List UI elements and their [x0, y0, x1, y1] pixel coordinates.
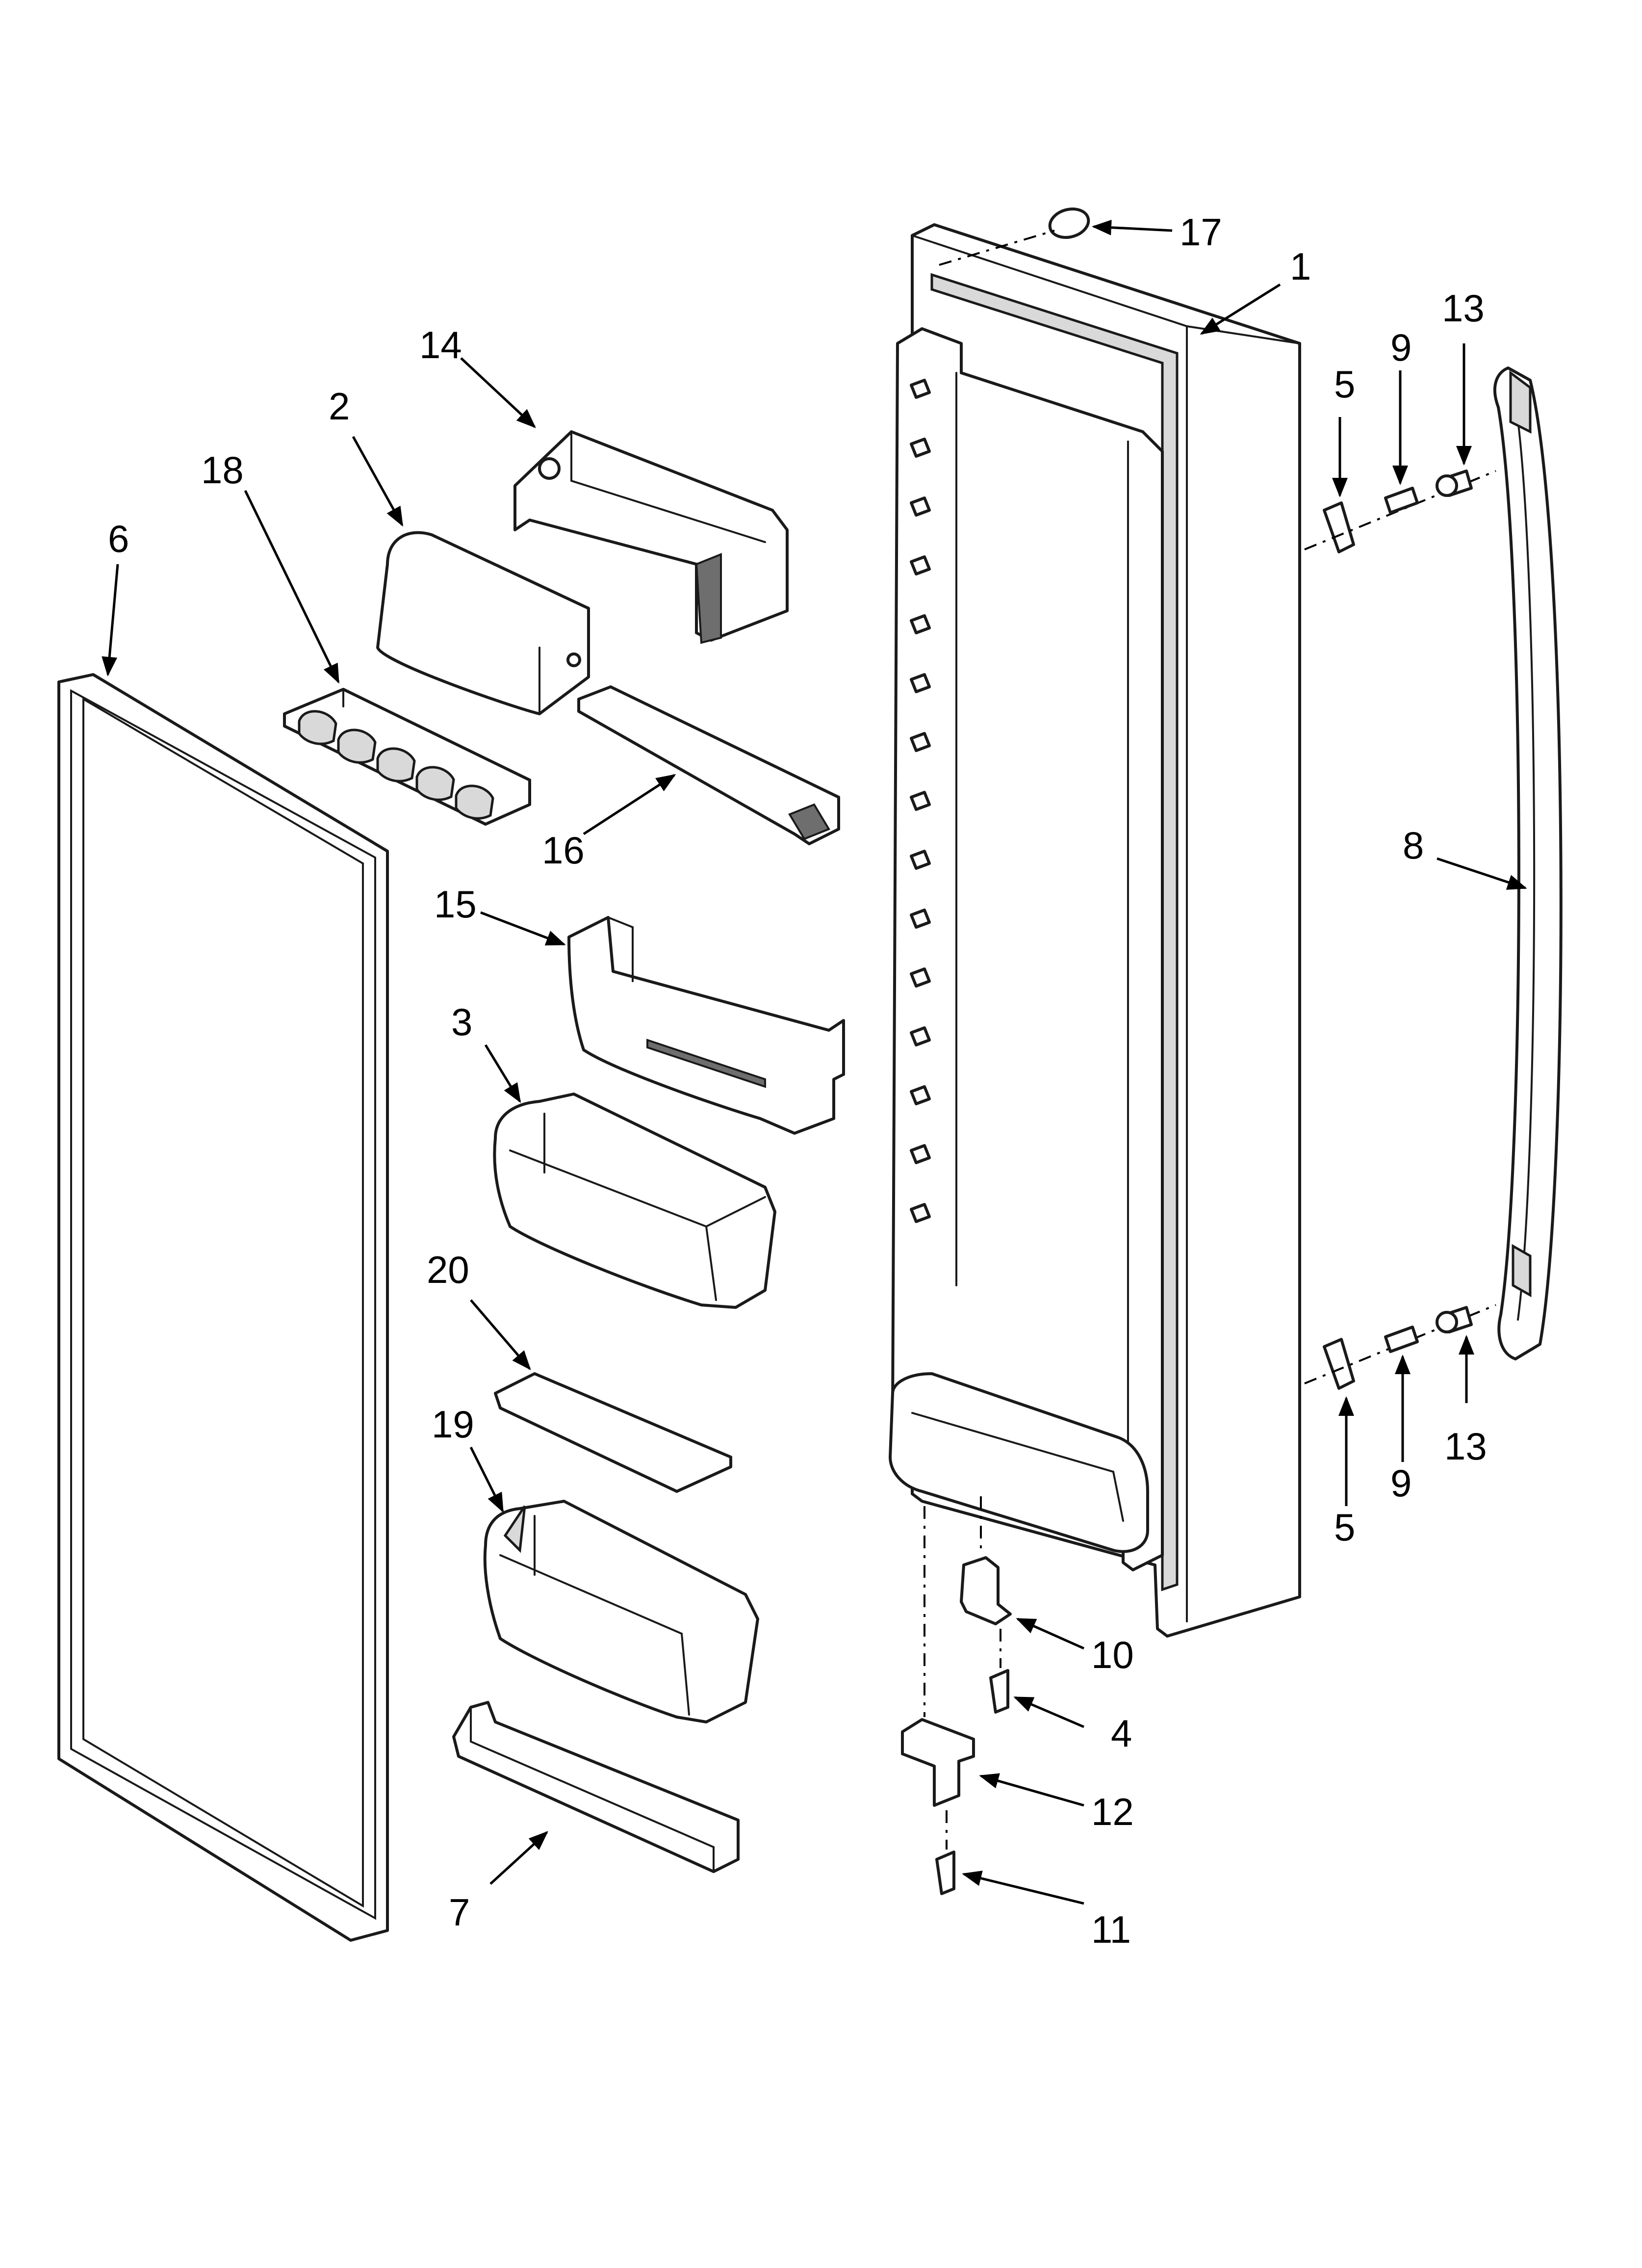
leader-1	[1200, 283, 1281, 335]
shelf-peg	[910, 673, 931, 693]
door-bin-part-19	[483, 1500, 759, 1723]
shelf-peg	[910, 614, 931, 634]
leader-16	[583, 774, 676, 835]
callout-15: 15	[434, 883, 477, 926]
leader-8	[1437, 857, 1527, 890]
callout-1: 1	[1290, 245, 1311, 288]
shelf-peg	[910, 732, 931, 752]
callout-9-top: 9	[1390, 326, 1411, 369]
callout-7: 7	[449, 1891, 470, 1934]
callout-20: 20	[427, 1248, 469, 1291]
callout-11: 11	[1091, 1908, 1131, 1951]
callout-13-top: 13	[1442, 287, 1485, 330]
handle-bracket-bottom-part-5	[1304, 1304, 1496, 1390]
callout-5-top: 5	[1334, 363, 1355, 406]
leader-11	[962, 1871, 1084, 1905]
callout-14: 14	[419, 323, 462, 366]
leader-17	[1092, 219, 1173, 235]
trim-part-16	[577, 685, 840, 845]
screw-part-11	[935, 1810, 955, 1895]
screw-top-part-9	[1384, 487, 1419, 514]
egg-cup	[455, 784, 494, 820]
shelf-peg	[910, 438, 931, 458]
callout-2: 2	[329, 385, 350, 428]
door-handle-part-8	[1493, 366, 1563, 1360]
leader-3	[484, 1044, 521, 1103]
callout-5-bottom: 5	[1334, 1506, 1355, 1549]
egg-cup	[376, 747, 416, 782]
callout-10: 10	[1091, 1633, 1134, 1676]
screw-part-4	[989, 1629, 1009, 1714]
shelf-peg	[910, 496, 931, 517]
callout-12: 12	[1091, 1790, 1134, 1833]
leader-6	[102, 564, 119, 677]
leader-14	[460, 357, 536, 428]
callout-9-bottom: 9	[1390, 1461, 1411, 1505]
leader-2	[352, 436, 404, 527]
leader-20	[470, 1299, 531, 1371]
screw-bottom-part-9	[1384, 1326, 1419, 1353]
leader-lines	[102, 219, 1527, 1905]
dairy-door-part-2	[376, 531, 590, 715]
leader-18	[244, 490, 340, 684]
screw-top-part-13	[1436, 469, 1473, 497]
plug-button-part-17	[939, 208, 1090, 266]
callout-18: 18	[201, 448, 244, 492]
egg-cup	[415, 766, 455, 801]
door-bin-part-3	[493, 1093, 776, 1309]
callout-17: 17	[1180, 210, 1222, 254]
shelf-peg	[910, 1144, 931, 1164]
leader-10	[1016, 1617, 1085, 1650]
door-shelf-pegs	[910, 379, 931, 1223]
callout-3: 3	[451, 1000, 472, 1043]
leader-7	[489, 1831, 548, 1885]
door-liner-part-1	[889, 223, 1301, 1638]
dairy-bin-housing-part-14	[513, 430, 789, 644]
leader-12	[979, 1773, 1084, 1807]
screw-bottom-part-13	[1436, 1306, 1473, 1333]
door-rail-part-7	[452, 1701, 740, 1873]
shelf-peg	[910, 1026, 931, 1046]
shelf-peg	[910, 909, 931, 929]
shelf-peg	[910, 379, 931, 399]
shelf-part-20	[494, 1372, 732, 1493]
callout-8: 8	[1403, 824, 1424, 867]
shelf-peg	[910, 791, 931, 811]
hinge-bracket-part-12	[901, 1506, 975, 1807]
handle-bracket-top-part-5	[1304, 470, 1496, 553]
callout-13-bottom: 13	[1444, 1425, 1487, 1468]
egg-cup	[337, 729, 377, 764]
door-bin-part-15	[567, 916, 845, 1135]
shelf-peg	[910, 967, 931, 988]
callout-4: 4	[1111, 1712, 1132, 1755]
callout-labels: 17 1 5 9 13 14 2 18 6 16 8 15 3 20 19 5 …	[108, 210, 1487, 1951]
hinge-pin-part-10	[960, 1496, 1012, 1625]
callout-19: 19	[432, 1403, 474, 1446]
door-gasket-part-6	[57, 673, 389, 1942]
egg-tray-part-18	[283, 688, 531, 826]
shelf-peg	[910, 1085, 931, 1105]
leader-19	[469, 1446, 504, 1513]
leader-4	[1013, 1696, 1084, 1728]
leader-15	[480, 911, 566, 946]
callout-6: 6	[108, 517, 129, 560]
shelf-peg	[910, 850, 931, 870]
egg-cup	[298, 710, 337, 745]
shelf-peg	[910, 1203, 931, 1223]
shelf-peg	[910, 555, 931, 575]
callout-16: 16	[542, 829, 585, 872]
